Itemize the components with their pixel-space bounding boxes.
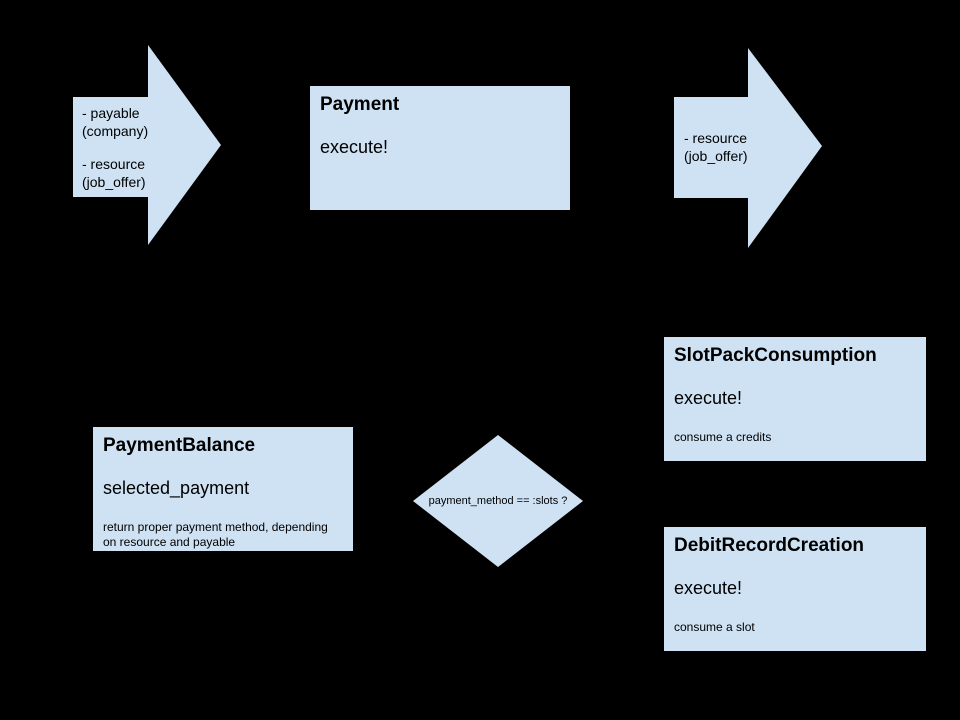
arrow-param: - payable (company) xyxy=(82,104,148,140)
node-method: execute! xyxy=(674,578,743,598)
right-arrow-shape xyxy=(73,45,221,245)
node-payment: Payment execute! xyxy=(310,86,570,210)
node-slot-pack-consumption: SlotPackConsumption execute! consume a c… xyxy=(664,337,926,461)
param-type: (company) xyxy=(82,123,149,139)
param-type: (job_offer) xyxy=(82,174,146,190)
decision-diamond-shape xyxy=(413,435,583,567)
node-method: execute! xyxy=(674,388,743,408)
node-note: consume a slot xyxy=(674,620,755,634)
node-title: SlotPackConsumption xyxy=(674,345,877,366)
arrow-param: - resource (job_offer) xyxy=(82,155,148,191)
node-payment-balance: PaymentBalance selected_payment return p… xyxy=(93,427,353,551)
node-debit-record-creation: DebitRecordCreation execute! consume a s… xyxy=(664,527,926,651)
param-type: (job_offer) xyxy=(684,148,748,164)
node-title: DebitRecordCreation xyxy=(674,535,865,556)
node-title: Payment xyxy=(320,94,400,115)
arrow-param: - resource (job_offer) xyxy=(684,129,748,165)
param-name: - resource xyxy=(82,156,146,172)
right-arrow-shape xyxy=(674,48,822,248)
node-title: PaymentBalance xyxy=(103,435,256,456)
node-note: consume a credits xyxy=(674,430,772,444)
decision-condition: payment_method == :slots ? xyxy=(428,495,568,507)
input-arrow-label: - payable (company) - resource (job_offe… xyxy=(82,104,148,191)
param-name: - resource xyxy=(684,130,748,146)
node-method: execute! xyxy=(320,137,389,157)
node-note: return proper payment method, depending … xyxy=(103,520,328,549)
param-name: - payable xyxy=(82,105,140,121)
output-arrow-label: - resource (job_offer) xyxy=(684,129,748,165)
node-method: selected_payment xyxy=(103,478,250,498)
